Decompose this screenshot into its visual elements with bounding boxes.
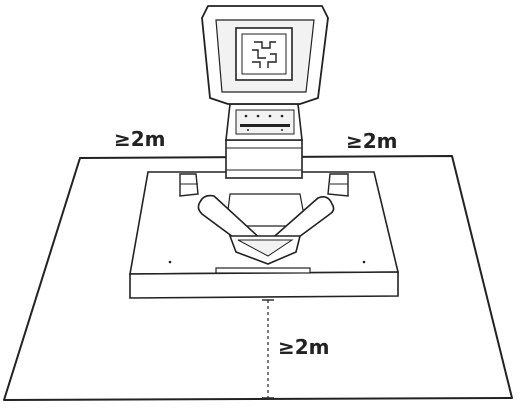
clearance-label-left: ≥2m: [114, 127, 166, 151]
platform-slot: [215, 267, 311, 274]
mechanism-panel: [235, 109, 295, 135]
corner-bracket-left: [179, 173, 199, 197]
base-platform-front: [129, 271, 399, 299]
clearance-label-front: ≥2m: [278, 335, 330, 359]
mechanism-dots: [240, 114, 290, 131]
platform-dot-left: [168, 260, 172, 264]
corner-bracket-right: [327, 173, 349, 197]
platform-dot-right: [362, 260, 366, 264]
screen-marker-icon: [252, 41, 277, 68]
clearance-label-right: ≥2m: [346, 129, 398, 153]
stand-column: [225, 139, 303, 179]
